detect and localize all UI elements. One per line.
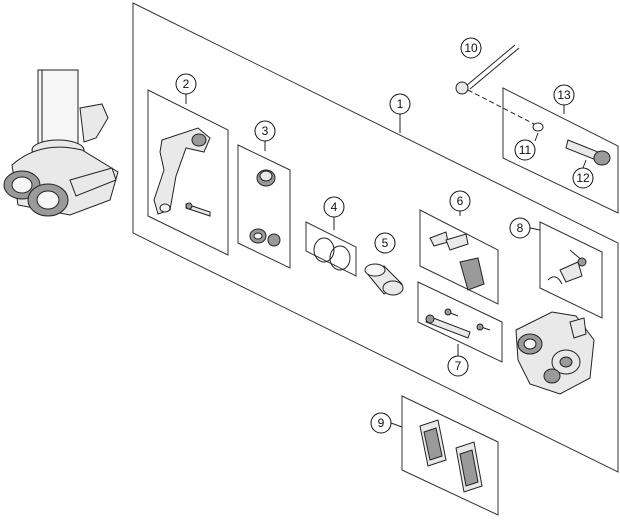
panel-6-outline <box>419 209 499 305</box>
svg-text:13: 13 <box>557 88 571 102</box>
panel-8-outline <box>539 221 603 319</box>
callout-5: 5 <box>374 232 396 254</box>
svg-text:12: 12 <box>576 171 590 185</box>
caliper-bracket-part <box>153 127 211 217</box>
pad-spring-part <box>429 231 485 291</box>
callout-3: 3 <box>254 120 276 142</box>
svg-text:6: 6 <box>457 194 464 208</box>
callout-8: 8 <box>509 217 531 239</box>
svg-text:7: 7 <box>455 359 462 373</box>
svg-text:10: 10 <box>464 41 478 55</box>
bleeder-screw-part <box>547 249 587 285</box>
callout-6: 6 <box>449 190 471 212</box>
assembly-panel-outline <box>132 2 619 473</box>
brake-line-part <box>455 44 535 125</box>
slide-pin-boots-part <box>249 169 281 247</box>
callout-1: 1 <box>389 93 411 115</box>
svg-text:9: 9 <box>378 416 385 430</box>
callout-11: 11 <box>514 139 536 161</box>
panel-9-outline <box>401 395 499 516</box>
svg-text:1: 1 <box>397 97 404 111</box>
svg-text:2: 2 <box>183 77 190 91</box>
svg-text:11: 11 <box>519 143 532 157</box>
panel-13-outline <box>502 87 619 214</box>
fork-leg-illustration <box>3 69 119 217</box>
callout-10: 10 <box>460 37 482 59</box>
svg-text:8: 8 <box>517 221 524 235</box>
panel-4-outline <box>305 221 357 277</box>
piston-part <box>364 263 404 296</box>
piston-seals-part <box>313 237 351 271</box>
brake-caliper-illustration <box>515 311 595 395</box>
svg-text:4: 4 <box>331 200 338 214</box>
callout-13: 13 <box>553 84 575 106</box>
banjo-bolt-part <box>532 122 611 166</box>
leader-lines <box>185 94 587 428</box>
svg-text:5: 5 <box>382 236 389 250</box>
panel-7-outline <box>417 281 503 363</box>
panel-2-outline <box>147 89 229 256</box>
callout-7: 7 <box>447 355 469 377</box>
pad-pin-part <box>425 308 491 339</box>
callout-12: 12 <box>572 167 594 189</box>
callout-2: 2 <box>175 73 197 95</box>
svg-text:3: 3 <box>262 124 269 138</box>
brake-pads-part <box>419 419 483 493</box>
callout-4: 4 <box>323 196 345 218</box>
panel-3-outline <box>237 144 291 269</box>
callout-9: 9 <box>370 412 392 434</box>
